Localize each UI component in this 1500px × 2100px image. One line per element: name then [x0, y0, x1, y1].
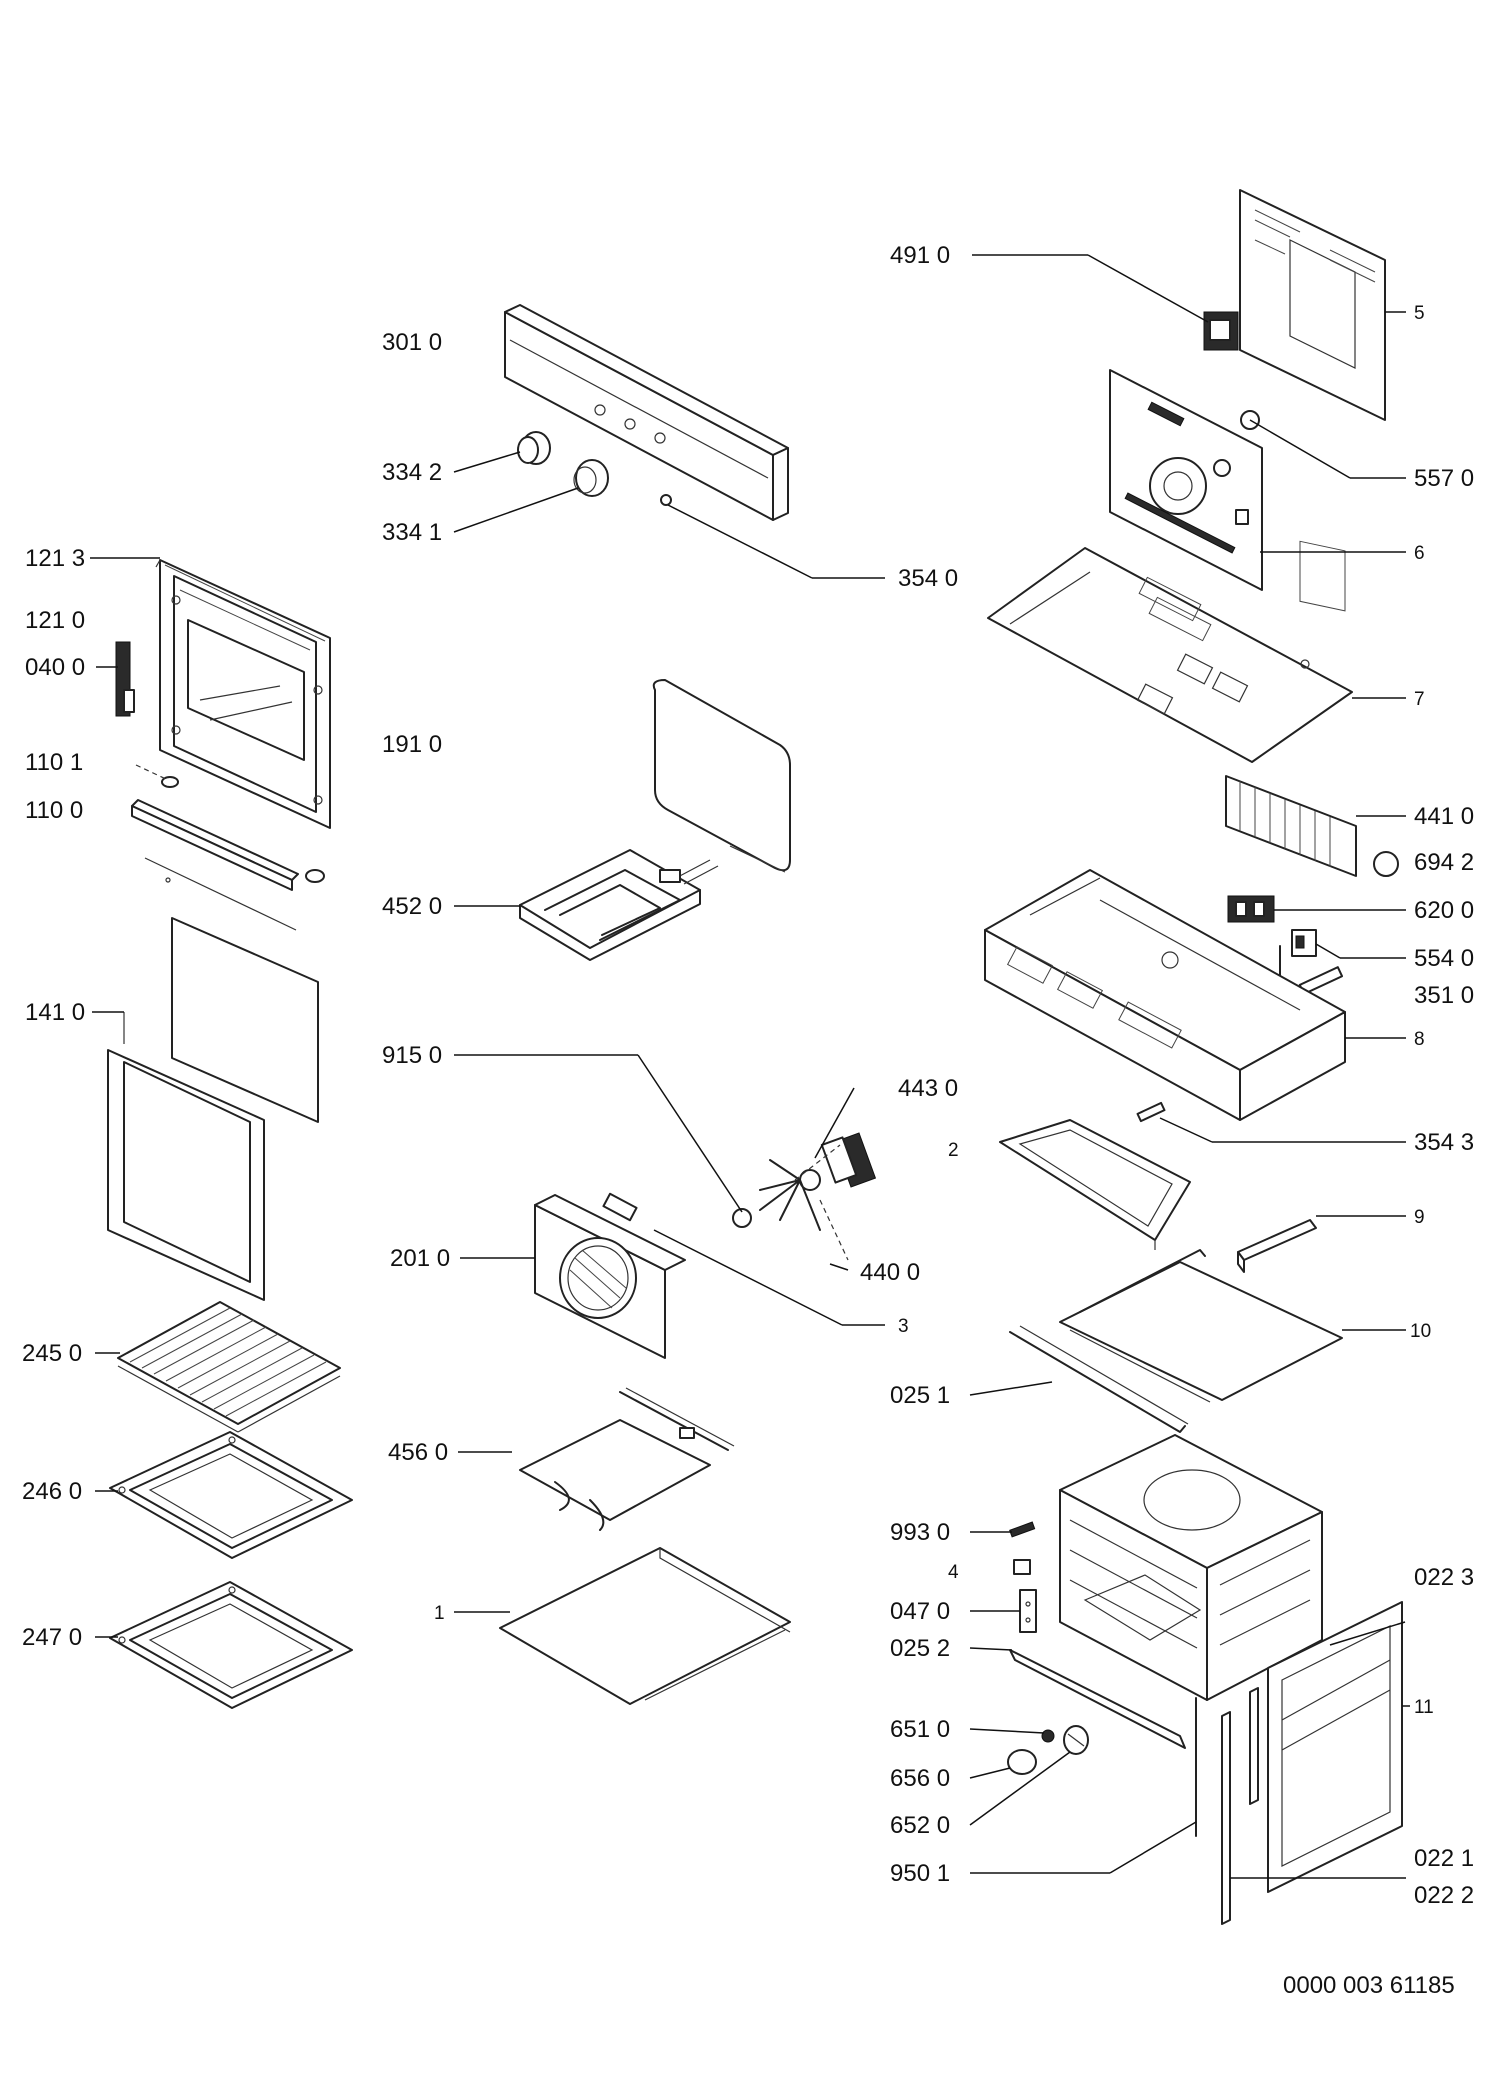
grill-element-part — [519, 849, 719, 961]
bottom-element-part — [519, 1387, 735, 1531]
label-452-0: 452 0 — [382, 893, 442, 920]
label-993-0: 993 0 — [890, 1519, 950, 1546]
screw-part — [1136, 1101, 1166, 1123]
label-040-0: 040 0 — [25, 654, 85, 681]
label-121-3: 121 3 — [25, 545, 85, 572]
label-1: 1 — [434, 1603, 445, 1624]
diagram-code: 0000 003 61185 — [1283, 1972, 1455, 1999]
control-frame-part — [984, 869, 1346, 1121]
part-labels: 121 3 121 0 040 0 110 1 110 0 141 0 245 … — [22, 242, 1474, 1909]
label-246-0: 246 0 — [22, 1478, 82, 1505]
label-025-1: 025 1 — [890, 1382, 950, 1409]
label-022-3: 022 3 — [1414, 1564, 1474, 1591]
label-443-0: 443 0 — [898, 1075, 958, 1102]
label-694-2: 694 2 — [1414, 849, 1474, 876]
thermostat-part — [1279, 929, 1344, 995]
label-557-0: 557 0 — [1414, 465, 1474, 492]
label-245-0: 245 0 — [22, 1340, 82, 1367]
rear-panel-part — [1239, 189, 1386, 612]
label-047-0: 047 0 — [890, 1598, 950, 1625]
label-491-0: 491 0 — [890, 242, 950, 269]
hinge-receiver-part — [1019, 1589, 1037, 1633]
label-9: 9 — [1414, 1207, 1425, 1228]
door-hinge-part — [115, 641, 135, 717]
label-022-1: 022 1 — [1414, 1845, 1474, 1872]
label-2: 2 — [948, 1140, 959, 1161]
label-354-0: 354 0 — [898, 565, 958, 592]
selector-switch-part — [1227, 895, 1275, 923]
label-201-0: 201 0 — [390, 1245, 450, 1272]
door-handle-part — [131, 764, 325, 931]
label-4: 4 — [948, 1562, 959, 1583]
label-022-2: 022 2 — [1414, 1882, 1474, 1909]
control-panel-part — [504, 304, 789, 521]
side-rod-part — [1195, 1687, 1259, 1925]
label-440-0: 440 0 — [860, 1259, 920, 1286]
baking-tray-part — [109, 1431, 353, 1559]
label-5: 5 — [1414, 303, 1425, 324]
tangential-fan-part — [1225, 775, 1399, 877]
control-knob-part — [517, 431, 672, 506]
side-panel-part — [1267, 1601, 1403, 1893]
label-141-0: 141 0 — [25, 999, 85, 1026]
inner-glass-part — [652, 679, 791, 873]
base-tray-part — [1009, 1249, 1343, 1433]
back-wall-part — [1109, 369, 1263, 591]
label-656-0: 656 0 — [890, 1765, 950, 1792]
oven-rack-part — [117, 1301, 341, 1433]
label-950-1: 950 1 — [890, 1860, 950, 1887]
label-191-0: 191 0 — [382, 731, 442, 758]
label-334-1: 334 1 — [382, 519, 442, 546]
top-plate-part — [987, 547, 1353, 763]
label-247-0: 247 0 — [22, 1624, 82, 1651]
label-10: 10 — [1410, 1321, 1431, 1342]
label-3: 3 — [898, 1316, 909, 1337]
label-6: 6 — [1414, 543, 1425, 564]
label-11: 11 — [1414, 1697, 1434, 1718]
label-301-0: 301 0 — [382, 329, 442, 356]
door-frame-part — [155, 559, 331, 829]
oven-cavity-part — [1059, 1434, 1323, 1701]
fan-cover-part — [534, 1192, 686, 1359]
clip-part — [1009, 1521, 1036, 1575]
switch-module-part — [1203, 311, 1239, 351]
cover-strip-part — [1237, 1219, 1317, 1273]
bottom-plate-part — [499, 1547, 791, 1705]
label-110-1: 110 1 — [25, 749, 83, 776]
label-441-0: 441 0 — [1414, 803, 1474, 830]
bracket-part — [999, 1119, 1191, 1250]
label-025-2: 025 2 — [890, 1635, 950, 1662]
label-456-0: 456 0 — [388, 1439, 448, 1466]
label-651-0: 651 0 — [890, 1716, 950, 1743]
lower-rail-part — [1009, 1649, 1186, 1749]
label-554-0: 554 0 — [1414, 945, 1474, 972]
label-354-3: 354 3 — [1414, 1129, 1474, 1156]
door-switch-part — [1007, 1725, 1089, 1775]
label-652-0: 652 0 — [890, 1812, 950, 1839]
label-915-0: 915 0 — [382, 1042, 442, 1069]
label-334-2: 334 2 — [382, 459, 442, 486]
label-620-0: 620 0 — [1414, 897, 1474, 924]
label-351-0: 351 0 — [1414, 982, 1474, 1009]
label-7: 7 — [1414, 689, 1425, 710]
label-121-0: 121 0 — [25, 607, 85, 634]
leader-lines — [90, 254, 1410, 1879]
fan-motor-part — [732, 1132, 877, 1261]
door-glass-part — [107, 917, 319, 1301]
label-8: 8 — [1414, 1029, 1425, 1050]
label-110-0: 110 0 — [25, 797, 83, 824]
drip-pan-part — [109, 1581, 353, 1709]
